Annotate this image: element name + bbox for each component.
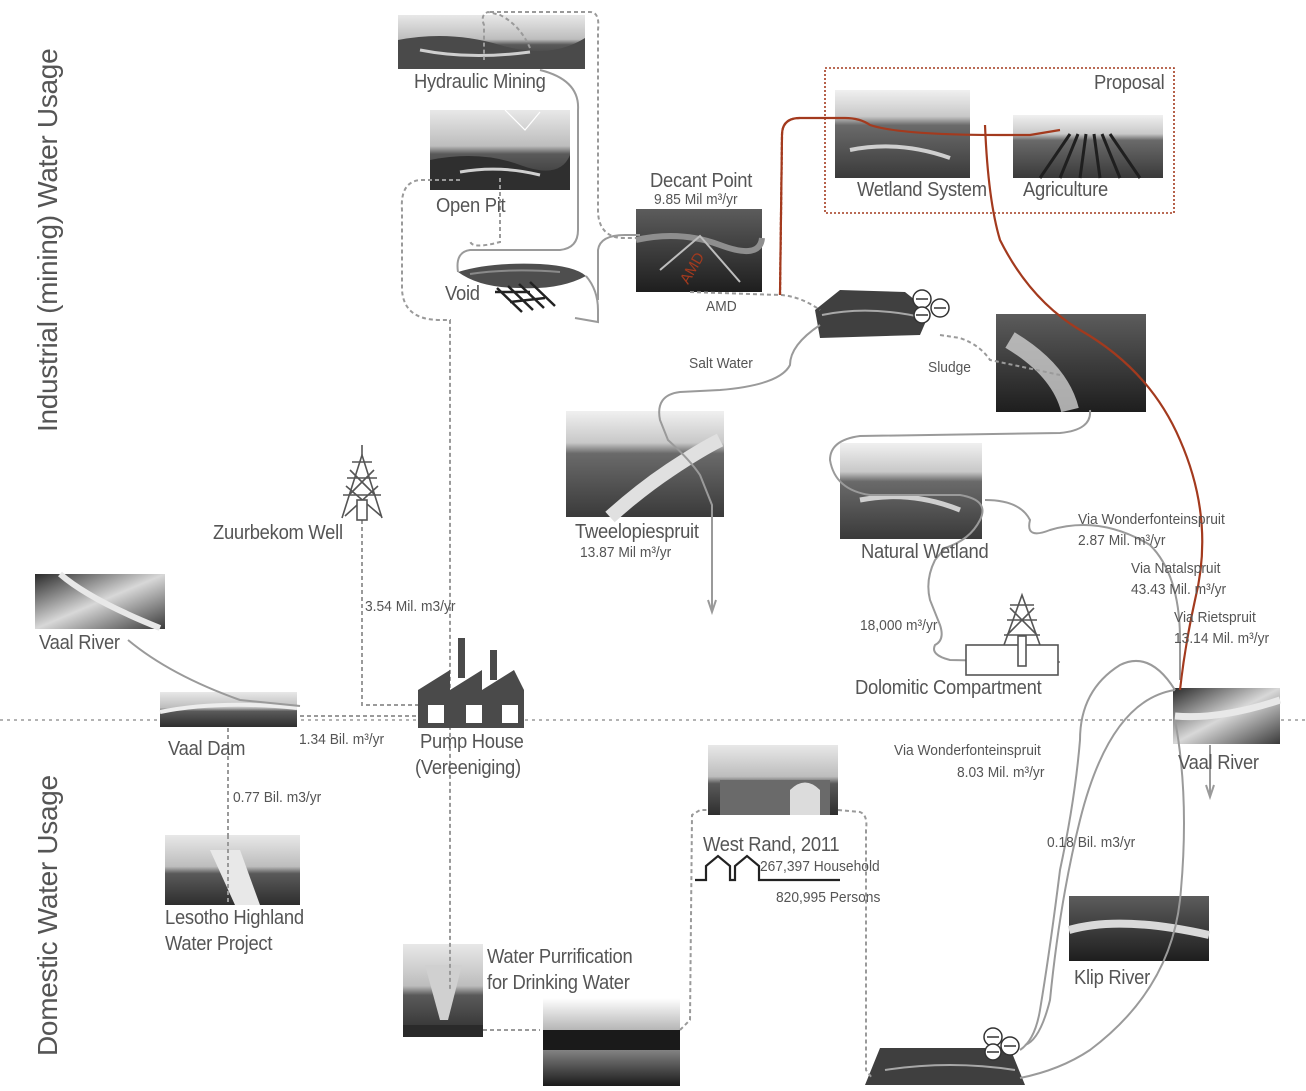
photo-vaal-dam: [159, 692, 298, 727]
dolomitic-tower-icon: [965, 592, 1059, 676]
label-salt-water: Salt Water: [689, 355, 753, 372]
label-vaal-river-right: Vaal River: [1178, 752, 1259, 774]
photo-water-purification: [403, 944, 483, 1037]
label-amd: AMD: [706, 298, 737, 315]
photo-sludge: [996, 314, 1146, 413]
photo-tweelopiespruit: [566, 411, 724, 523]
clarifier-icon-top: [912, 289, 950, 324]
household-icon: [695, 854, 840, 882]
label-via-natalspruit: Via Natalspruit: [1131, 560, 1221, 577]
clarifier-icon-bottom: [983, 1027, 1020, 1061]
label-decant-point: Decant Point: [650, 170, 753, 192]
value-via-rietspruit: 13.14 Mil. m³/yr: [1174, 630, 1270, 647]
photo-void-rock: [458, 263, 586, 289]
label-water-purification-2: for Drinking Water: [487, 972, 630, 994]
proposal-box: [824, 67, 1175, 214]
label-open-pit: Open Pit: [436, 195, 506, 217]
label-vaal-river-left: Vaal River: [39, 632, 120, 654]
label-tweelopiespruit: Tweelopiespruit: [575, 521, 699, 543]
photo-vaal-river-left: [35, 571, 165, 631]
photo-lesotho: [165, 835, 300, 905]
domestic-section-title: Domestic Water Usage: [32, 775, 63, 1056]
photo-klip-river: [1067, 896, 1210, 961]
industrial-section-title: Industrial (mining) Water Usage: [32, 48, 63, 432]
photo-treatment-plant-bottom: [865, 1048, 1025, 1085]
value-via-wonderfonteinspruit-1: 2.87 Mil. m³/yr: [1078, 532, 1166, 549]
label-zuurbekom-well: Zuurbekom Well: [213, 522, 343, 544]
value-zuurbekom: 3.54 Mil. m3/yr: [365, 598, 456, 615]
photo-vaal-river-right: [1173, 688, 1282, 744]
value-dolomitic: 18,000 m³/yr: [860, 617, 938, 634]
proposal-flow-line: [778, 116, 1204, 691]
value-via-natalspruit: 43.43 Mil. m³/yr: [1131, 581, 1227, 598]
mine-shaft-icon: [495, 281, 556, 313]
photo-natural-wetland: [840, 443, 982, 539]
label-natural-wetland: Natural Wetland: [861, 541, 989, 563]
pump-house-icon: [418, 638, 524, 728]
label-west-rand: West Rand, 2011: [703, 834, 840, 856]
label-lesotho-2: Water Project: [165, 933, 273, 955]
value-klip-river: 0.18 Bil. m3/yr: [1047, 834, 1136, 851]
label-via-wonderfonteinspruit-1: Via Wonderfonteinspruit: [1078, 511, 1225, 528]
label-vaal-dam: Vaal Dam: [168, 738, 246, 760]
value-persons: 820,995 Persons: [776, 889, 881, 906]
value-vaal-dam: 1.34 Bil. m³/yr: [299, 731, 385, 748]
label-wetland-system: Wetland System: [857, 179, 987, 201]
value-decant-point: 9.85 Mil m³/yr: [654, 191, 738, 208]
label-lesotho-1: Lesotho Highland: [165, 907, 304, 929]
label-hydraulic-mining: Hydraulic Mining: [414, 71, 546, 93]
label-klip-river: Klip River: [1074, 967, 1150, 989]
value-tweelopiespruit: 13.87 Mil m³/yr: [580, 544, 672, 561]
value-lesotho: 0.77 Bil. m3/yr: [233, 789, 322, 806]
photo-reservoir: [543, 998, 680, 1086]
photo-agriculture: [1013, 115, 1163, 179]
photo-open-pit: [430, 109, 570, 190]
label-via-rietspruit: Via Rietspruit: [1174, 609, 1256, 626]
label-pump-house-location: (Vereeniging): [415, 757, 521, 779]
flow-lines: [127, 10, 1215, 1079]
photo-west-rand: [708, 745, 838, 815]
label-sludge: Sludge: [928, 359, 971, 376]
label-dolomitic-compartment: Dolomitic Compartment: [855, 677, 1042, 699]
photo-decant-point: [635, 209, 765, 292]
label-void: Void: [445, 283, 480, 305]
value-via-wonderfonteinspruit-2: 8.03 Mil. m³/yr: [957, 764, 1045, 781]
value-households: 267,397 Household: [760, 858, 880, 875]
label-via-wonderfonteinspruit-2: Via Wonderfonteinspruit: [894, 742, 1041, 759]
well-tower-icon: [341, 445, 383, 521]
label-pump-house: Pump House: [420, 731, 524, 753]
label-water-purification-1: Water Purrification: [487, 946, 633, 968]
label-agriculture: Agriculture: [1023, 179, 1108, 201]
photo-hydraulic-mining: [398, 15, 585, 69]
label-proposal: Proposal: [1094, 72, 1165, 94]
